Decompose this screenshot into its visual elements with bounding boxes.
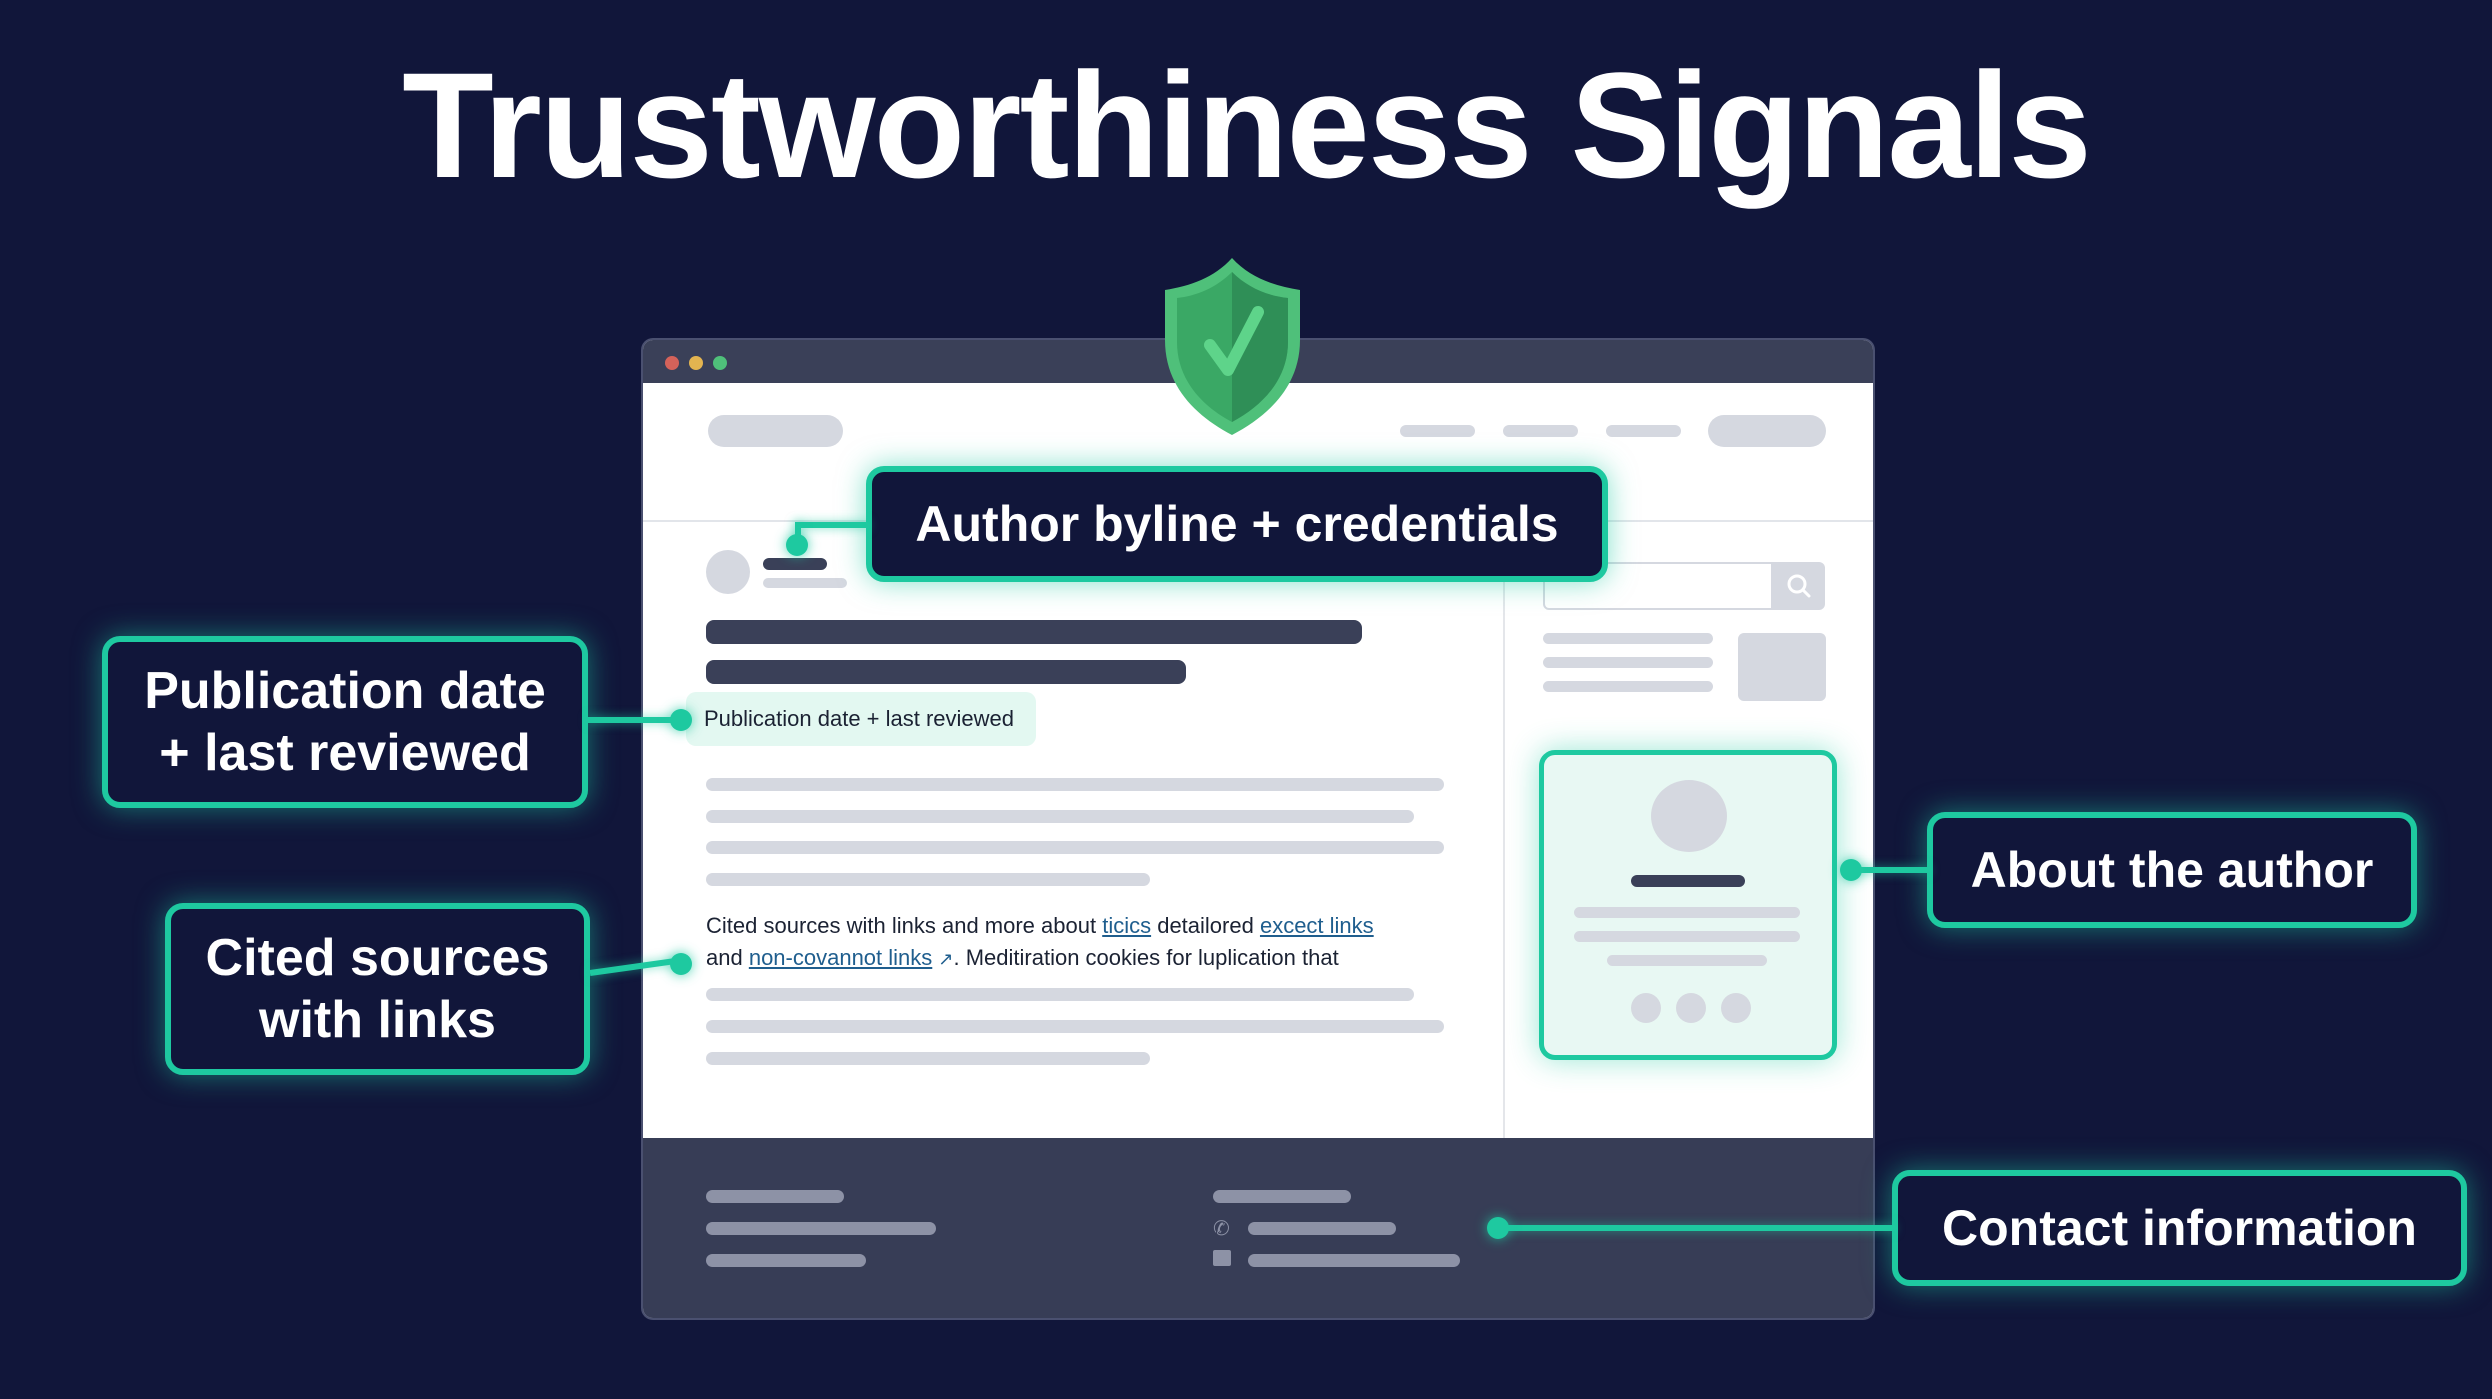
author-card-avatar: [1651, 780, 1727, 852]
callout-contact-info: Contact information: [1892, 1170, 2467, 1286]
nav-button-placeholder: [1708, 415, 1826, 447]
social-icon[interactable]: [1676, 993, 1706, 1023]
headline-line-1: [706, 620, 1362, 644]
minimize-dot-icon: [689, 356, 703, 370]
phone-icon: ✆: [1213, 1218, 1230, 1240]
callout-label: with links: [259, 991, 496, 1049]
footer-line: [1213, 1190, 1351, 1203]
sidebar-text-line: [1543, 657, 1713, 668]
connector-node: [1487, 1217, 1509, 1239]
connector-node: [786, 534, 808, 556]
external-link-icon: ↗: [938, 949, 954, 969]
search-button[interactable]: [1773, 562, 1825, 610]
body-text-line: [706, 1052, 1150, 1065]
about-author-card: [1539, 750, 1837, 1060]
author-card-bio-line: [1607, 955, 1767, 966]
callout-label: Publication date: [144, 662, 546, 720]
cited-text: detailored: [1151, 913, 1260, 938]
connector-node: [670, 953, 692, 975]
cited-sources-paragraph: Cited sources with links and more about …: [706, 910, 1466, 975]
author-avatar: [706, 550, 750, 594]
connector-node: [670, 709, 692, 731]
body-text-line: [706, 988, 1414, 1001]
headline-line-2: [706, 660, 1186, 684]
shield-check-icon: [1165, 258, 1300, 435]
author-card-bio-line: [1574, 907, 1800, 918]
connector-line: [1500, 1225, 1895, 1231]
nav-link-placeholder: [1503, 425, 1578, 437]
cited-text: and: [706, 945, 749, 970]
footer-phone-line: [1248, 1222, 1396, 1235]
sidebar-thumbnail: [1738, 633, 1826, 701]
footer-email-line: [1248, 1254, 1460, 1267]
callout-about-author: About the author: [1927, 812, 2417, 928]
body-text-line: [706, 841, 1444, 854]
callout-label: Author byline + credentials: [915, 496, 1559, 552]
search-icon: [1787, 574, 1811, 598]
connector-line: [1850, 867, 1930, 873]
social-icon[interactable]: [1631, 993, 1661, 1023]
callout-publication-date: Publication date + last reviewed: [102, 636, 588, 808]
logo-placeholder: [708, 415, 843, 447]
body-text-line: [706, 1020, 1444, 1033]
citation-link[interactable]: excect links: [1259, 913, 1374, 938]
author-name-placeholder: [763, 558, 827, 570]
callout-label: Contact information: [1942, 1200, 2417, 1256]
citation-link[interactable]: non-covannot links: [748, 945, 933, 970]
sidebar-text-line: [1543, 633, 1713, 644]
callout-label: About the author: [1970, 842, 2374, 898]
body-text-line: [706, 873, 1150, 886]
footer-line: [706, 1190, 844, 1203]
author-card-name: [1631, 875, 1745, 887]
mail-icon: [1213, 1250, 1231, 1266]
citation-link[interactable]: ticics: [1102, 913, 1152, 938]
social-icon[interactable]: [1721, 993, 1751, 1023]
connector-node: [1840, 859, 1862, 881]
sidebar-divider: [1503, 522, 1505, 1138]
publication-date-chip: Publication date + last reviewed: [686, 692, 1036, 746]
body-text-line: [706, 778, 1444, 791]
footer-line: [706, 1222, 936, 1235]
connector-line: [795, 522, 869, 528]
maximize-dot-icon: [713, 356, 727, 370]
nav-link-placeholder: [1400, 425, 1475, 437]
sidebar-text-line: [1543, 681, 1713, 692]
footer-line: [706, 1254, 866, 1267]
author-card-bio-line: [1574, 931, 1800, 942]
cited-text: . Meditiration cookies for luplication t…: [953, 945, 1339, 970]
body-text-line: [706, 810, 1414, 823]
cited-text: Cited sources with links and more about: [706, 913, 1103, 938]
callout-cited-sources: Cited sources with links: [165, 903, 590, 1075]
page-title: Trustworthiness Signals: [402, 41, 2092, 209]
callout-label: Cited sources: [205, 929, 550, 987]
author-credential-placeholder: [763, 578, 847, 588]
connector-line: [588, 717, 673, 723]
callout-author-byline: Author byline + credentials: [866, 466, 1608, 582]
nav-link-placeholder: [1606, 425, 1681, 437]
callout-label: + last reviewed: [159, 724, 531, 782]
close-dot-icon: [665, 356, 679, 370]
